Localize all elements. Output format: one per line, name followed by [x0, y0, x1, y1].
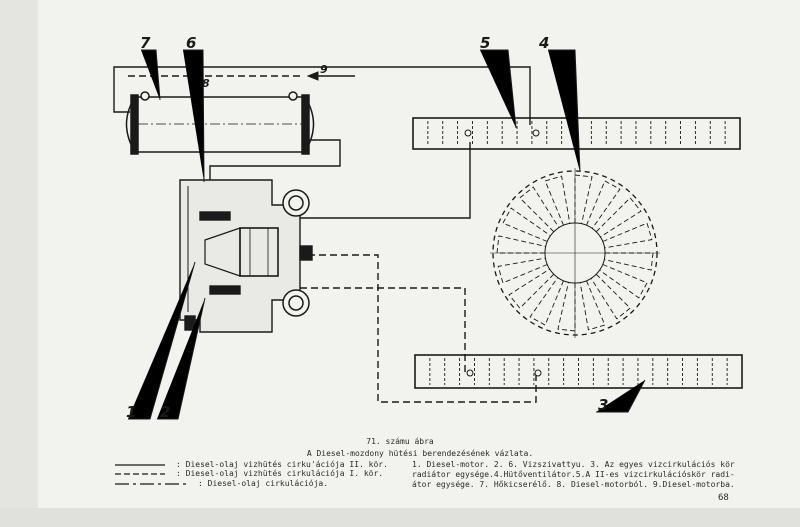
radiator-bottom-inlet: [466, 369, 474, 377]
label-8: 8: [202, 77, 210, 90]
fan-blade: [497, 257, 548, 284]
fan-blade: [574, 174, 593, 224]
fan-blade: [529, 277, 564, 326]
label-3: 3: [598, 396, 608, 414]
fan-blade: [502, 207, 551, 242]
fan-blade: [590, 273, 631, 320]
cooling-fan: [490, 168, 660, 338]
legend-item-dashed: : Diesel-olaj vizhütés cirkulációja I. k…: [176, 469, 384, 478]
figure-title: A Diesel-mozdony hütési berendezésének v…: [306, 449, 534, 458]
fan-blade: [544, 175, 571, 226]
fan-blade: [519, 186, 560, 233]
fan-blade: [557, 282, 576, 332]
leader-lines: [128, 49, 646, 420]
fan-blade: [579, 280, 606, 331]
page-number: 68: [718, 493, 729, 503]
label-9: 9: [320, 63, 328, 76]
label-1: 1: [126, 403, 136, 421]
water-pump-upper: [282, 189, 310, 217]
fan-blade: [496, 235, 546, 254]
fan-blade: [586, 180, 621, 229]
circuit-ii-pipes: [113, 66, 531, 219]
label-5: 5: [480, 34, 490, 52]
label-7: 7: [140, 34, 151, 52]
fan-blade: [508, 268, 555, 309]
fan-blade: [604, 252, 654, 271]
legend-item-solid: : Diesel-olaj vizhütés cirku'ációja II. …: [176, 460, 388, 469]
radiator-top-outlet: [532, 129, 540, 137]
heat-exchanger: [125, 91, 315, 155]
label-2: 2: [160, 403, 170, 421]
fan-blade: [599, 264, 648, 299]
label-6: 6: [186, 34, 196, 52]
flow-arrow: [306, 71, 355, 81]
radiator-bottom-outlet: [534, 369, 542, 377]
radiator-top-inlet: [464, 129, 472, 137]
water-pump-lower: [282, 289, 310, 317]
scan-border-bottom: [0, 508, 800, 527]
radiator-circuit-i: [414, 354, 743, 389]
legend-item-dashdot: : Diesel-olaj cirkulációja.: [198, 479, 329, 488]
figure-number: 71. számu ábra: [366, 437, 434, 446]
fan-blade: [602, 222, 653, 249]
scan-border-left: [0, 0, 38, 527]
figure-description: 1. Diesel-motor. 2. 6. Vizszivattyu. 3. …: [412, 460, 735, 489]
label-4: 4: [538, 34, 549, 52]
fan-blade: [595, 197, 642, 238]
diesel-engine: [179, 179, 313, 333]
